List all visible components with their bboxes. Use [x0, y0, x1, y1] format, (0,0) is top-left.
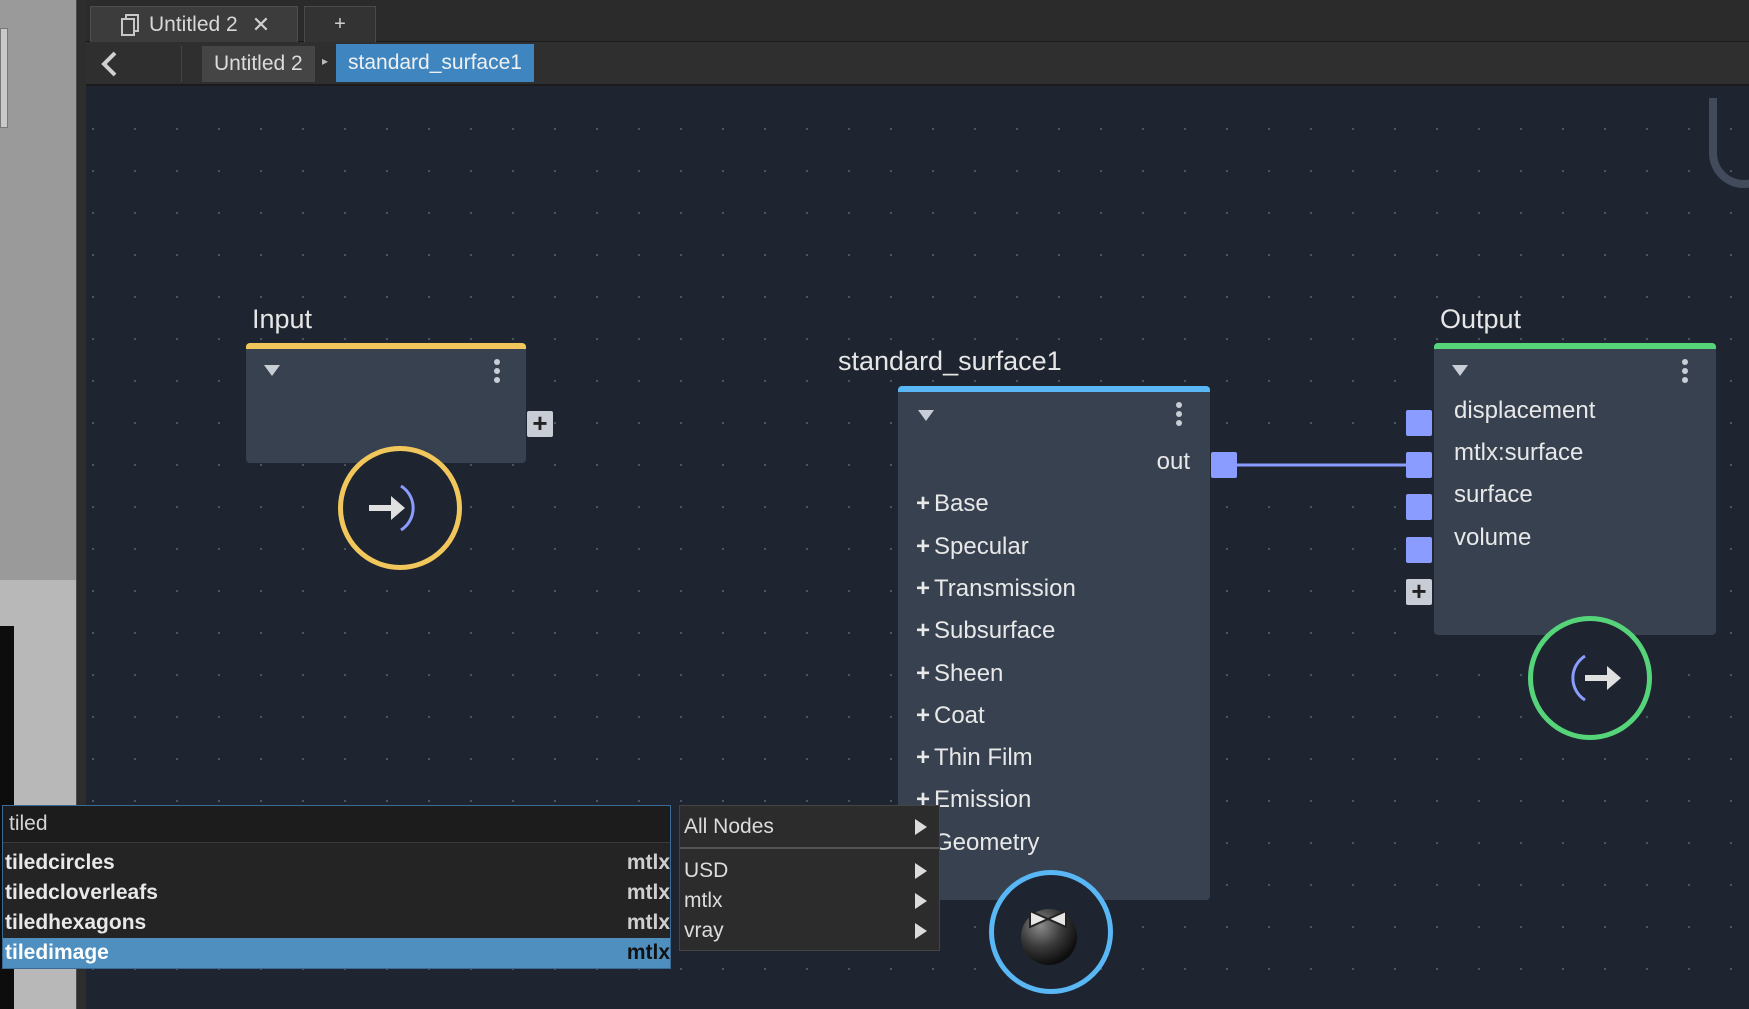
left-panel-upper	[0, 0, 76, 580]
category-all-nodes[interactable]: All Nodes	[680, 812, 939, 842]
category-vray[interactable]: vray	[680, 916, 939, 946]
output-port-label: out	[1156, 448, 1190, 475]
tab-bar: Untitled 2 ✕ +	[86, 0, 1749, 42]
group-subsurface[interactable]: +Subsurface	[916, 617, 1056, 644]
surface-node-badge	[989, 870, 1113, 994]
group-thin-film[interactable]: +Thin Film	[916, 744, 1033, 771]
submenu-arrow-icon	[915, 893, 927, 909]
arrow-out-icon	[1571, 654, 1621, 702]
back-button[interactable]	[94, 46, 182, 82]
group-transmission[interactable]: +Transmission	[916, 575, 1076, 602]
connection-wire	[1224, 463, 1408, 467]
output-node[interactable]: displacement mtlx:surface surface volume	[1434, 343, 1716, 635]
input-node-badge	[338, 446, 462, 570]
input-port-volume[interactable]	[1406, 537, 1432, 563]
node-menu-icon[interactable]	[1176, 402, 1182, 429]
surface-node-title: standard_surface1	[838, 346, 1062, 376]
node-menu-icon[interactable]	[494, 359, 500, 386]
input-port-surface[interactable]	[1406, 494, 1432, 520]
panel-splitter[interactable]	[76, 0, 86, 1009]
output-node-title: Output	[1440, 304, 1522, 334]
breadcrumb: Untitled 2 ▸ standard_surface1	[86, 42, 1749, 86]
group-base[interactable]: +Base	[916, 490, 989, 517]
port-label-surface: surface	[1454, 481, 1533, 508]
category-mtlx[interactable]: mtlx	[680, 886, 939, 916]
submenu-arrow-icon	[915, 863, 927, 879]
output-node-accent-bar	[1434, 343, 1716, 349]
input-port-displacement[interactable]	[1406, 410, 1432, 436]
input-node-accent-bar	[246, 343, 526, 349]
add-port-button[interactable]: +	[1406, 578, 1432, 605]
arrow-in-icon	[369, 484, 415, 532]
node-menu-icon[interactable]	[1682, 359, 1688, 386]
group-sheen[interactable]: +Sheen	[916, 660, 1004, 687]
standard-surface-node-body: out +Base +Specular +Transmission +Subsu…	[898, 386, 1210, 900]
watermark-glyph	[1709, 98, 1749, 188]
add-tab-button[interactable]: +	[304, 6, 376, 42]
close-icon[interactable]: ✕	[251, 11, 271, 37]
surface-node-accent-bar	[898, 386, 1210, 392]
input-node[interactable]	[246, 343, 526, 463]
left-panel	[0, 0, 86, 1009]
surface-out-port[interactable]	[1211, 452, 1237, 478]
submenu-arrow-icon	[915, 819, 927, 835]
material-ball-icon	[1021, 909, 1077, 965]
category-usd[interactable]: USD	[680, 856, 939, 886]
submenu-arrow-icon	[915, 923, 927, 939]
collapse-toggle-icon[interactable]	[1452, 365, 1468, 376]
port-label-volume: volume	[1454, 524, 1532, 551]
port-label-mtlx-surface: mtlx:surface	[1454, 439, 1584, 466]
port-label-displacement: displacement	[1454, 397, 1596, 424]
breadcrumb-item-untitled-2[interactable]: Untitled 2	[202, 46, 315, 82]
breadcrumb-item-standard-surface1[interactable]: standard_surface1	[336, 44, 534, 82]
collapse-toggle-icon[interactable]	[918, 410, 934, 421]
group-coat[interactable]: +Coat	[916, 702, 985, 729]
tab-untitled-2[interactable]: Untitled 2 ✕	[90, 6, 298, 42]
collapse-toggle-icon[interactable]	[264, 365, 280, 376]
document-icon	[119, 13, 141, 36]
menu-divider	[680, 847, 939, 849]
add-port-button[interactable]: +	[527, 410, 553, 437]
output-node-badge	[1528, 616, 1652, 740]
chevron-left-icon	[101, 51, 117, 77]
search-input[interactable]: tiled	[3, 806, 670, 843]
tab-label: Untitled 2	[149, 12, 238, 36]
left-panel-handle[interactable]	[0, 28, 8, 128]
group-specular[interactable]: +Specular	[916, 533, 1029, 560]
input-port-mtlx-surface[interactable]	[1406, 452, 1432, 478]
category-menu: All Nodes USD mtlx vray	[679, 805, 940, 951]
chevron-right-icon: ▸	[322, 54, 329, 68]
input-node-title: Input	[252, 304, 313, 334]
